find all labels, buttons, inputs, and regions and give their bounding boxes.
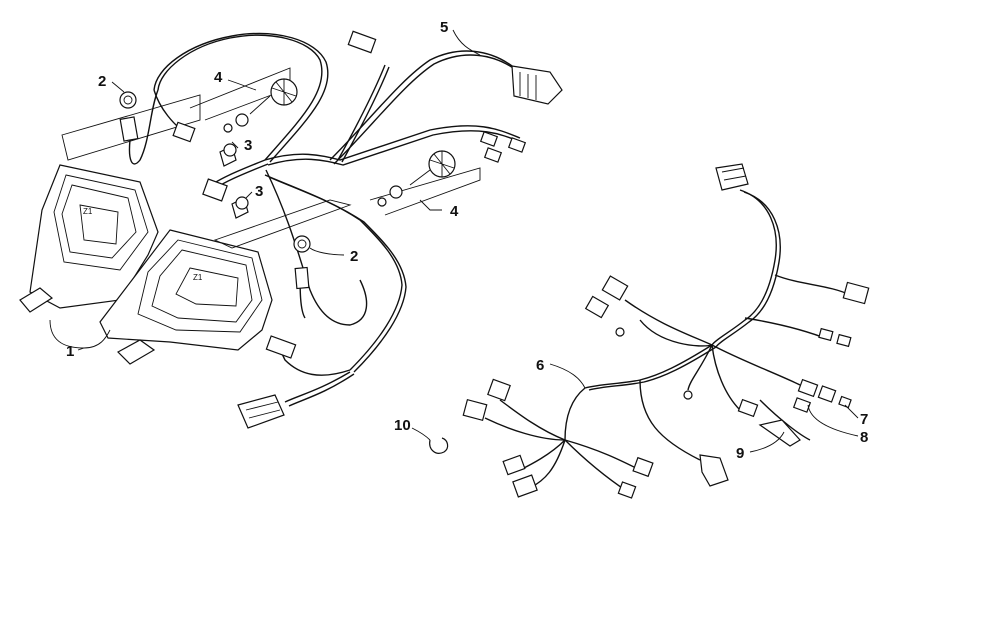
callout-2-lower: 2: [350, 248, 358, 265]
main-harness: [484, 189, 851, 493]
leader-lines: [111, 29, 859, 453]
clip-ring: [429, 437, 449, 454]
callout-9: 9: [736, 445, 744, 462]
headlight-right: Z1: [99, 229, 273, 365]
callout-10: 10: [394, 417, 411, 434]
callout-3-upper: 3: [244, 137, 252, 154]
harness-connectors: [119, 30, 563, 429]
callout-2-upper: 2: [98, 73, 106, 90]
adjusters: [223, 78, 456, 207]
main-harness-connectors: [462, 163, 870, 499]
bulb-socket-parts: [119, 91, 311, 253]
bulbs: [219, 143, 249, 219]
callout-3-lower: 3: [255, 183, 263, 200]
callout-8: 8: [860, 429, 868, 446]
headlight-harness: [128, 32, 524, 407]
callout-5: 5: [440, 19, 448, 36]
callout-4-lower: 4: [450, 203, 459, 220]
callout-7: 7: [860, 411, 868, 428]
svg-text:Z1: Z1: [193, 273, 203, 282]
callout-1: 1: [66, 343, 74, 360]
callout-4-upper: 4: [214, 69, 223, 86]
svg-text:Z1: Z1: [83, 207, 93, 216]
callout-6: 6: [536, 357, 544, 374]
